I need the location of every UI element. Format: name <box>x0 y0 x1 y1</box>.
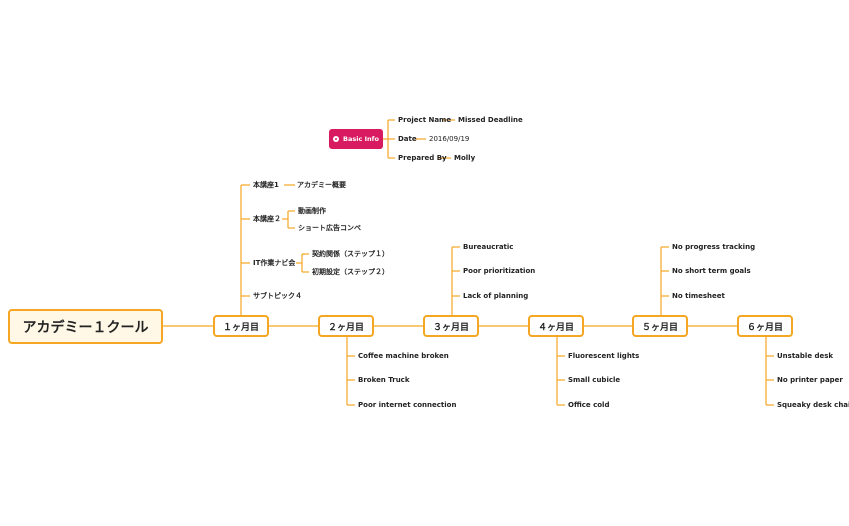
month5-item[interactable]: No timesheet <box>672 292 725 300</box>
month-5-label: ５ヶ月目 <box>641 322 678 333</box>
month-6-node[interactable]: ６ヶ月目 <box>737 315 793 337</box>
month-3-label: ３ヶ月目 <box>432 322 469 333</box>
project-name-label: Project Name <box>398 116 452 124</box>
lecture1-child[interactable]: アカデミー概要 <box>297 181 346 189</box>
month6-item[interactable]: Unstable desk <box>777 352 834 360</box>
basic-info-node[interactable]: Basic Info <box>329 129 383 149</box>
month-4-node[interactable]: ４ヶ月目 <box>528 315 584 337</box>
lecture1-topic[interactable]: 本講座1 <box>253 181 279 189</box>
basic-info-label: Basic Info <box>343 135 379 143</box>
it-navi-child-setup[interactable]: 初期設定（ステップ２） <box>312 268 389 276</box>
lecture2-topic[interactable]: 本講座２ <box>253 215 281 223</box>
month-6-label: ６ヶ月目 <box>746 322 783 333</box>
prepared-by-value: Molly <box>454 154 476 162</box>
date-value: 2016/09/19 <box>429 135 470 143</box>
month2-item[interactable]: Coffee machine broken <box>358 352 449 360</box>
month4-item[interactable]: Office cold <box>568 401 610 409</box>
month-3-node[interactable]: ３ヶ月目 <box>423 315 479 337</box>
lecture2-child-contest[interactable]: ショート広告コンペ <box>298 224 361 232</box>
it-navi-topic[interactable]: IT作業ナビ会 <box>253 259 296 267</box>
prepared-by-label: Prepared By <box>398 154 447 162</box>
month4-item[interactable]: Small cubicle <box>568 376 621 384</box>
month6-item[interactable]: No printer paper <box>777 376 843 384</box>
root-topic[interactable]: アカデミー１クール <box>8 309 163 344</box>
month-1-label: １ヶ月目 <box>222 322 259 333</box>
root-topic-label: アカデミー１クール <box>22 319 149 336</box>
month-2-node[interactable]: ２ヶ月目 <box>318 315 374 337</box>
month5-item[interactable]: No progress tracking <box>672 243 756 251</box>
month2-item[interactable]: Poor internet connection <box>358 401 457 409</box>
date-label: Date <box>398 135 417 143</box>
month3-item[interactable]: Poor prioritization <box>463 267 536 275</box>
month2-item[interactable]: Broken Truck <box>358 376 410 384</box>
lecture2-child-video[interactable]: 動画制作 <box>298 207 326 215</box>
project-name-value: Missed Deadline <box>458 116 523 124</box>
month-4-label: ４ヶ月目 <box>537 322 574 333</box>
month-1-node[interactable]: １ヶ月目 <box>213 315 269 337</box>
month6-item[interactable]: Squeaky desk chair <box>777 401 849 409</box>
month-5-node[interactable]: ５ヶ月目 <box>632 315 688 337</box>
month5-item[interactable]: No short term goals <box>672 267 751 275</box>
subtopic4-topic[interactable]: サブトピック４ <box>253 292 302 300</box>
month-2-label: ２ヶ月目 <box>327 322 364 333</box>
it-navi-child-contract[interactable]: 契約関係（ステップ１） <box>312 250 389 258</box>
info-icon <box>333 136 340 142</box>
month3-item[interactable]: Lack of planning <box>463 292 529 300</box>
month3-item[interactable]: Bureaucratic <box>463 243 514 251</box>
month4-item[interactable]: Fluorescent lights <box>568 352 640 360</box>
